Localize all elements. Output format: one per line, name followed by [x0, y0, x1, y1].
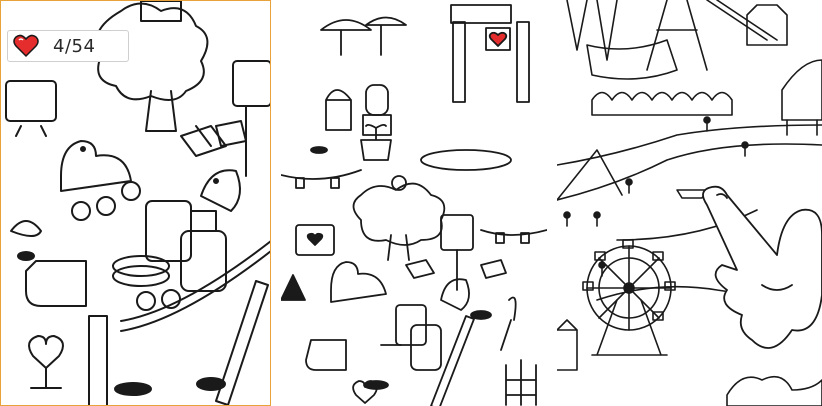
ferris-wheel-object	[582, 239, 676, 356]
gameplay-panel-overview[interactable]	[281, 0, 547, 406]
tap-gesture-hand	[702, 185, 822, 349]
scene-canvas[interactable]	[1, 1, 271, 406]
amusement-park-panel[interactable]	[557, 0, 822, 406]
tree-row	[591, 91, 733, 116]
bird-object	[60, 140, 132, 192]
jar-object	[145, 200, 192, 262]
boat-ride	[586, 39, 678, 80]
coaster-supports	[566, 0, 618, 61]
heart-icon	[13, 34, 39, 58]
found-counter-hud: 4/54	[7, 30, 129, 62]
tape-roll-object	[112, 255, 170, 277]
mushroom-object	[320, 19, 372, 56]
park-path	[557, 124, 822, 166]
gate-sign	[450, 4, 512, 24]
scene-canvas-overview[interactable]	[281, 0, 547, 406]
rope-line	[120, 240, 270, 322]
gameplay-panel-zoomed[interactable]: 4/54	[0, 0, 271, 406]
tv-object	[5, 80, 57, 122]
toothbrush-object	[215, 280, 269, 405]
building-top	[746, 4, 788, 46]
cup-object	[25, 260, 87, 307]
found-count-text: 4/54	[53, 35, 96, 57]
tent-object	[557, 149, 623, 201]
tree-trunk	[145, 90, 177, 132]
mailbox-object	[232, 60, 270, 107]
gate-heart-icon	[488, 31, 508, 47]
bush-object	[726, 375, 822, 406]
mailbox-object	[440, 214, 474, 251]
bird-pot-object	[200, 169, 241, 212]
tv-object	[295, 224, 335, 256]
heart-sign-object	[28, 335, 64, 369]
park-scene-canvas[interactable]	[557, 0, 822, 406]
pond	[420, 149, 512, 171]
carousel-dome	[781, 59, 822, 121]
plant-pot-object	[325, 89, 352, 131]
pole-object	[88, 315, 108, 405]
tree-canopy	[352, 182, 446, 246]
tree-canopy	[95, 2, 209, 101]
